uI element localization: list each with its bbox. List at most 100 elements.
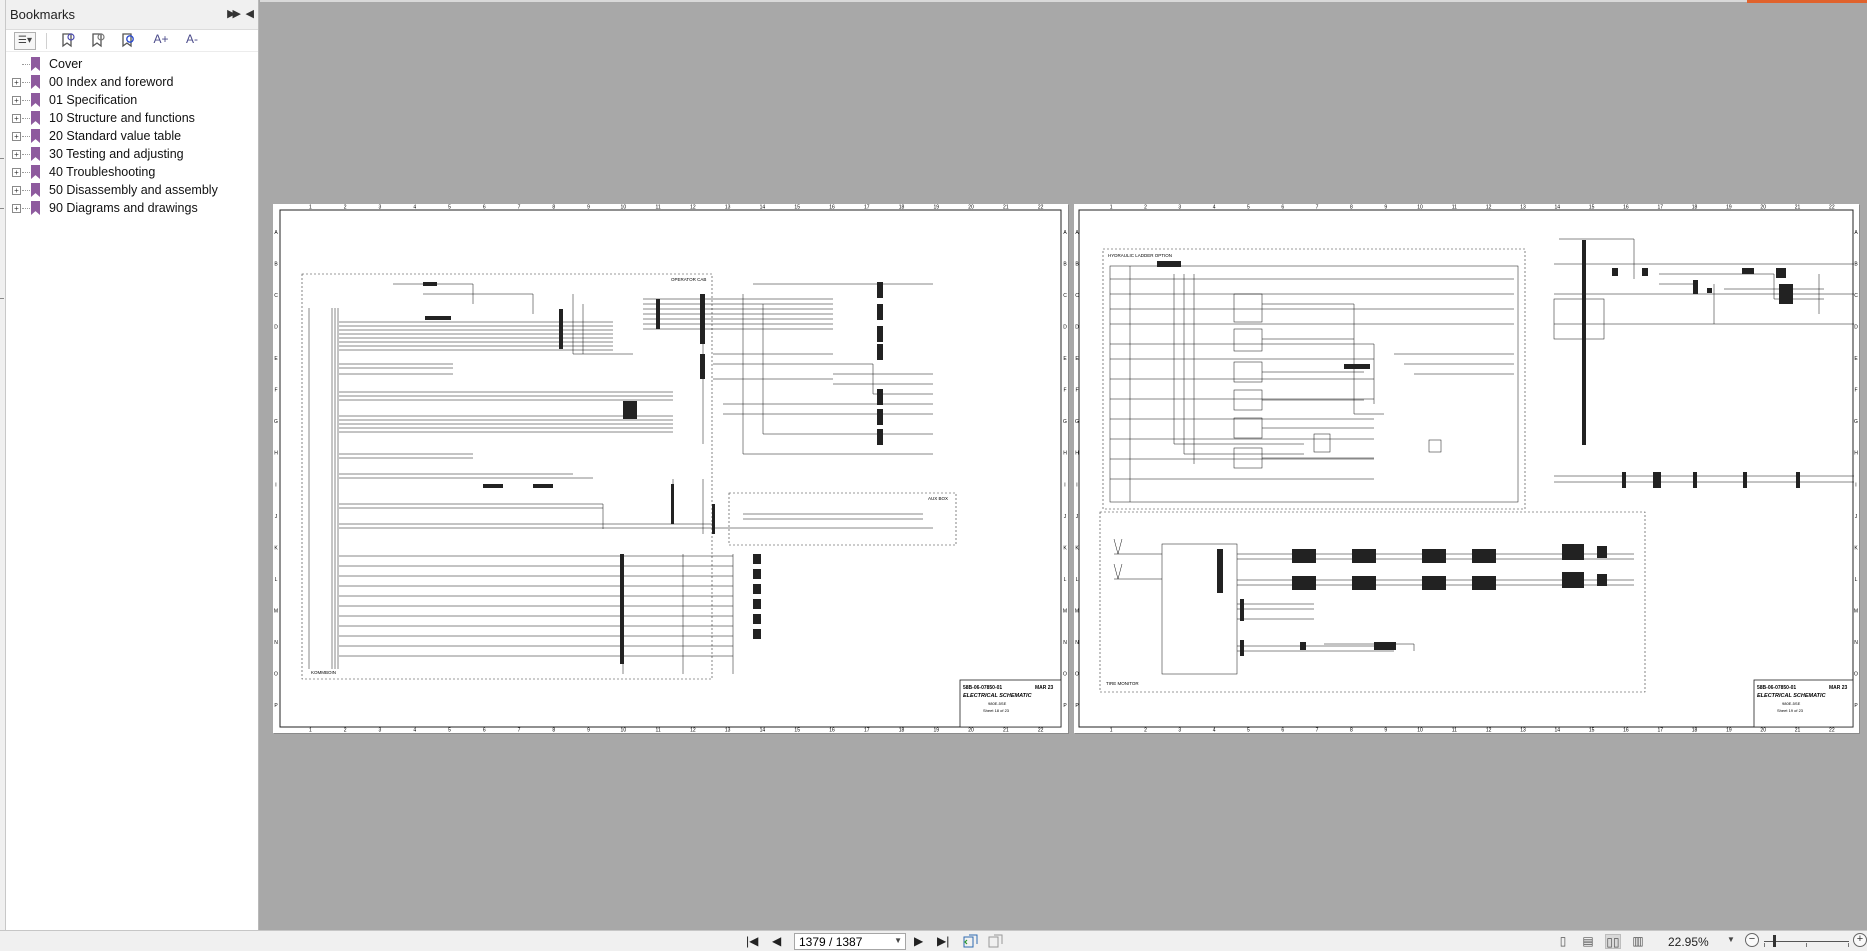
zoom-dropdown-icon[interactable]: ▼	[1727, 935, 1735, 944]
row-label: I	[1064, 482, 1065, 488]
region-label: HYDRAULIC LADDER OPTION	[1108, 253, 1172, 258]
row-label: L	[275, 577, 278, 583]
double-chevron-right-icon[interactable]: ▶▶	[227, 8, 241, 20]
zoom-slider-track[interactable]	[1764, 941, 1849, 942]
tree-line	[22, 172, 30, 173]
bookmark-label[interactable]: 30 Testing and adjusting	[49, 147, 184, 161]
expand-plus-icon[interactable]: +	[12, 78, 21, 87]
wiring-left	[308, 283, 933, 674]
facing-icon[interactable]: ▯▯	[1605, 934, 1621, 949]
chevron-left-icon[interactable]: ◀	[245, 8, 254, 20]
last-page-icon[interactable]: ▶|	[937, 934, 950, 948]
bookmark-item-diagrams[interactable]: + 90 Diagrams and drawings	[6, 200, 258, 218]
bookmark-item-troubleshooting[interactable]: + 40 Troubleshooting	[6, 164, 258, 182]
zoom-level[interactable]: 22.95%	[1668, 935, 1709, 949]
region-label: TIRE MONITOR	[1106, 681, 1139, 686]
column-label: 15	[1589, 728, 1595, 734]
find-current-bookmark-icon[interactable]	[118, 32, 138, 50]
bookmark-item-standard-value[interactable]: + 20 Standard value table	[6, 128, 258, 146]
bookmark-label[interactable]: 20 Standard value table	[49, 129, 182, 143]
bookmark-item-index[interactable]: + 00 Index and foreword	[6, 74, 258, 92]
bookmark-item-disassembly[interactable]: + 50 Disassembly and assembly	[6, 182, 258, 200]
expand-plus-icon[interactable]: +	[12, 96, 21, 105]
expand-bookmark-icon[interactable]	[58, 32, 78, 50]
expand-plus-icon[interactable]: +	[12, 132, 21, 141]
row-label: D	[1854, 324, 1858, 330]
drawing-date: MAR 23	[1035, 685, 1054, 691]
drawing-title: ELECTRICAL SCHEMATIC	[963, 693, 1033, 699]
previous-page-icon[interactable]: ◀	[772, 934, 782, 948]
column-label: 9	[1384, 728, 1387, 734]
zoom-slider-thumb[interactable]	[1773, 935, 1777, 947]
row-label: E	[1063, 356, 1067, 362]
collapse-bookmark-icon[interactable]	[88, 32, 108, 50]
single-page-icon[interactable]: ▯	[1559, 934, 1567, 948]
page-number-field[interactable]: 1379 / 1387 ▼	[794, 933, 906, 950]
bookmark-label[interactable]: Cover	[49, 57, 83, 71]
row-label: I	[1855, 482, 1856, 488]
expand-plus-icon[interactable]: +	[12, 204, 21, 213]
nav-marker	[0, 298, 4, 299]
bookmark-item-structure[interactable]: + 10 Structure and functions	[6, 110, 258, 128]
column-label: 3	[1178, 205, 1181, 211]
row-label: L	[1064, 577, 1067, 583]
tree-line	[22, 118, 30, 119]
expand-plus-icon[interactable]: +	[12, 150, 21, 159]
row-label: G	[1063, 419, 1067, 425]
dropdown-caret-icon[interactable]: ▼	[894, 936, 902, 945]
tire-monitor-region	[1099, 511, 1646, 693]
tree-line	[22, 64, 30, 65]
row-label: N	[1854, 640, 1858, 646]
bookmark-icon	[31, 75, 40, 89]
column-label: 17	[1657, 205, 1663, 211]
column-label: 15	[794, 728, 800, 734]
enlarge-text-icon[interactable]: A+	[153, 32, 169, 46]
expand-plus-icon[interactable]: +	[12, 168, 21, 177]
bookmark-item-specification[interactable]: + 01 Specification	[6, 92, 258, 110]
row-label: L	[1076, 577, 1079, 583]
continuous-facing-icon[interactable]: ▥	[1632, 934, 1644, 948]
row-label: C	[1854, 293, 1858, 299]
next-page-icon[interactable]: ▶	[914, 934, 924, 948]
bookmark-label[interactable]: 10 Structure and functions	[49, 111, 195, 125]
bookmark-label[interactable]: 00 Index and foreword	[49, 75, 174, 89]
title-block-right: 58B-06-07850-01 MAR 23 ELECTRICAL SCHEMA…	[1753, 679, 1854, 728]
column-label: 15	[794, 205, 800, 211]
zoom-out-icon[interactable]: −	[1745, 933, 1759, 947]
row-label: N	[1075, 640, 1079, 646]
bookmark-label[interactable]: 40 Troubleshooting	[49, 165, 156, 179]
first-page-icon[interactable]: |◀	[746, 934, 759, 948]
bookmark-label[interactable]: 90 Diagrams and drawings	[49, 201, 198, 215]
expand-plus-icon[interactable]: +	[12, 114, 21, 123]
bookmark-label[interactable]: 50 Disassembly and assembly	[49, 183, 218, 197]
bookmark-item-testing[interactable]: + 30 Testing and adjusting	[6, 146, 258, 164]
bookmark-item-cover[interactable]: Cover	[6, 56, 258, 74]
continuous-icon[interactable]: ▤	[1582, 934, 1594, 948]
column-label: 22	[1829, 728, 1835, 734]
options-icon[interactable]: ☰▾	[14, 32, 36, 50]
row-label: B	[1075, 261, 1079, 267]
column-label: 4	[1213, 205, 1216, 211]
toolbar-separator	[46, 33, 47, 49]
column-label: 4	[413, 728, 416, 734]
column-label: 22	[1829, 205, 1835, 211]
previous-view-icon[interactable]	[963, 934, 979, 951]
column-label: 1	[1110, 205, 1113, 211]
expand-plus-icon[interactable]: +	[12, 186, 21, 195]
bookmark-label[interactable]: 01 Specification	[49, 93, 138, 107]
slider-tick	[1848, 943, 1849, 947]
next-view-icon[interactable]	[988, 934, 1004, 951]
column-label: 3	[379, 728, 382, 734]
column-label: 5	[1247, 728, 1250, 734]
row-label: E	[1854, 356, 1858, 362]
reduce-text-icon[interactable]: A-	[186, 32, 198, 46]
column-label: 19	[1726, 205, 1732, 211]
zoom-in-icon[interactable]: +	[1853, 933, 1867, 947]
